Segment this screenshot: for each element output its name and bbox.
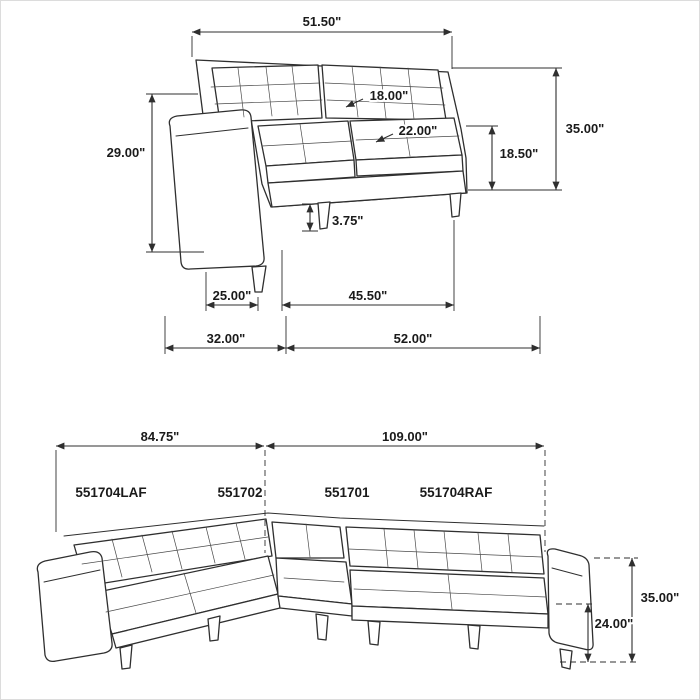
dim-label-arm-depth: 25.00" bbox=[213, 288, 252, 303]
sofa-tuft-lines bbox=[210, 65, 460, 164]
dim-label-right-width: 109.00" bbox=[382, 429, 428, 444]
sectional-right-legs bbox=[367, 620, 573, 670]
dim-label-seat-height: 18.50" bbox=[500, 146, 539, 161]
dim-label-overall-width: 52.00" bbox=[394, 331, 433, 346]
sectional-left-arm bbox=[36, 550, 113, 663]
sectional-right-seat-front bbox=[351, 605, 549, 629]
sofa-drawing bbox=[168, 59, 468, 293]
ext-leg-height bbox=[302, 203, 318, 232]
sofa-legs bbox=[251, 192, 462, 293]
leader-seat-depth bbox=[375, 133, 394, 143]
sectional-tuft-lines bbox=[81, 522, 547, 614]
ext-back-width bbox=[191, 36, 453, 69]
ext-bottom-widths bbox=[164, 316, 541, 354]
sectional-back-frame bbox=[63, 512, 545, 537]
dim-label-left-width: 84.75" bbox=[141, 429, 180, 444]
dim-label-arm-height: 29.00" bbox=[107, 145, 146, 160]
sectional-drawing bbox=[36, 512, 594, 670]
part-label-raf: 551704RAF bbox=[420, 485, 493, 500]
ext-seat-width bbox=[281, 220, 455, 311]
part-label-laf: 551704LAF bbox=[75, 485, 146, 500]
dim-label-overall-height: 35.00" bbox=[566, 121, 605, 136]
dim-label-back-width: 51.50" bbox=[303, 14, 342, 29]
dim-label-leg-height: 3.75" bbox=[332, 213, 363, 228]
ext-arm-depth bbox=[205, 272, 259, 311]
dim-label-back-cushion: 18.00" bbox=[370, 88, 409, 103]
sectional-right-back-cushions bbox=[345, 526, 545, 575]
sofa-left-arm bbox=[168, 109, 265, 270]
dim-label-side-depth: 32.00" bbox=[207, 331, 246, 346]
sectional-dimensions: 84.75" 109.00" 551704LAF 551702 551701 5… bbox=[55, 427, 681, 663]
sectional-left-legs bbox=[119, 615, 221, 670]
sofa-base-rail bbox=[267, 170, 467, 208]
ext-arm-height bbox=[146, 93, 204, 253]
sectional-right-arm bbox=[546, 548, 594, 651]
sectional-left-arm-roll-line bbox=[43, 569, 101, 583]
sofa-dimensions: 51.50" 29.00" 35.00" 18.50" 18.00" 22.00… bbox=[105, 12, 606, 354]
sectional-right-arm-roll-line bbox=[551, 567, 583, 577]
part-label-armless: 551701 bbox=[324, 485, 370, 500]
dim-label-sectional-height: 35.00" bbox=[641, 590, 680, 605]
leader-back-cushion bbox=[345, 98, 364, 108]
dim-label-sectional-arm-height: 24.00" bbox=[595, 616, 634, 631]
part-label-corner: 551702 bbox=[217, 485, 262, 500]
ext-overall-height bbox=[452, 67, 562, 191]
ext-sectional-height bbox=[560, 557, 638, 663]
sectional-corner-leg bbox=[315, 613, 329, 641]
dim-label-seat-depth: 22.00" bbox=[399, 123, 438, 138]
sofa-arm-roll-line bbox=[175, 127, 249, 137]
dim-label-seat-width: 45.50" bbox=[349, 288, 388, 303]
